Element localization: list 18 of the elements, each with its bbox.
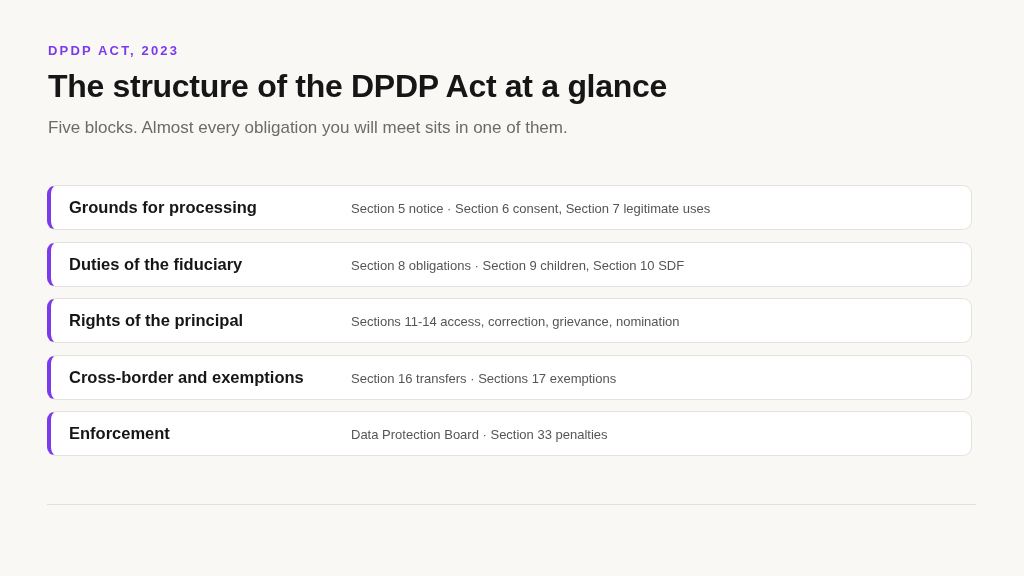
- card-detail: Section 5 notice · Section 6 consent, Section 7 legitimate uses: [351, 201, 711, 216]
- list-card: [47, 355, 972, 400]
- eyebrow-text: DPDP ACT, 2023: [48, 43, 180, 58]
- card-heading: Rights of the principal: [69, 311, 244, 330]
- list-card: [47, 298, 972, 343]
- card-heading: Grounds for processing: [69, 198, 257, 217]
- card-detail: Data Protection Board · Section 33 penalties: [351, 427, 608, 442]
- card-detail: Section 8 obligations · Section 9 children, Section 10 SDF: [351, 258, 685, 273]
- card-heading: Enforcement: [69, 424, 170, 443]
- card-detail: Sections 11-14 access, correction, grievance, nomination: [351, 314, 680, 329]
- title: The structure of the DPDP Act at a glance: [48, 68, 667, 105]
- list-card: [47, 242, 972, 287]
- card-heading: Duties of the fiduciary: [69, 255, 243, 274]
- list-card: [47, 185, 972, 230]
- subtitle: Five blocks. Almost every obligation you will meet sits in one of them.: [48, 118, 568, 138]
- card-heading: Cross-border and exemptions: [69, 368, 304, 387]
- card-detail: Section 16 transfers · Sections 17 exemptions: [351, 371, 617, 386]
- list-card: [47, 411, 972, 456]
